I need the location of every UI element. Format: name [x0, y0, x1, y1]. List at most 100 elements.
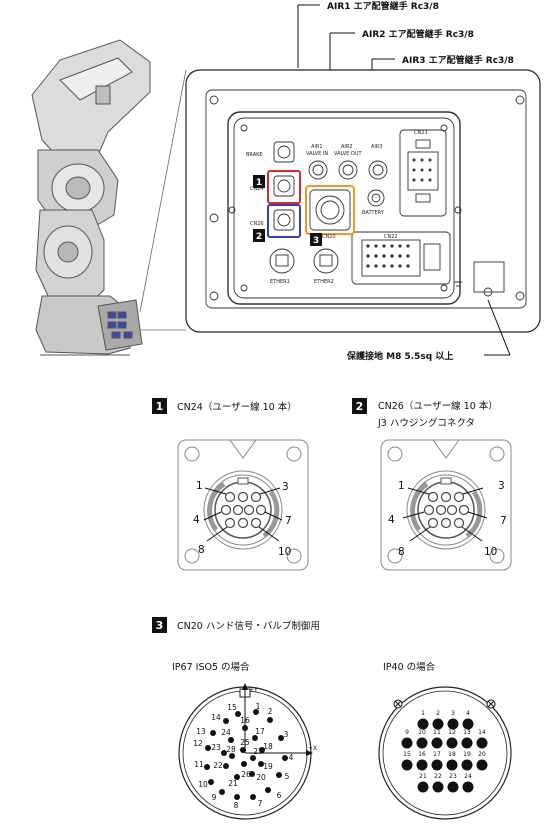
- ip67-pin-3-label: 3: [284, 730, 289, 739]
- ip67-pin-27-label: 27: [253, 747, 263, 756]
- ip40-pin-18-dot: [446, 759, 458, 771]
- robot-arm-illustration: [31, 39, 151, 356]
- ip40-pin-21-label: 21: [419, 773, 427, 780]
- section-badge-2: [352, 398, 367, 414]
- ip40-pin-15-dot: [401, 759, 413, 771]
- panel-label-ether2: ETHER2: [314, 279, 334, 285]
- ip40-pin-3-dot: [447, 718, 459, 730]
- ip67-pin-18-label: 18: [263, 742, 273, 751]
- ip67-pin-17-dot: [252, 735, 258, 741]
- ip67-pin-25-label: 25: [240, 738, 250, 747]
- ip40-pin-11-label: 11: [433, 729, 441, 736]
- ip40-pin-19-label: 19: [463, 751, 471, 758]
- ip67-pin-21-dot: [234, 774, 240, 780]
- cn24-pin-3: 3: [282, 481, 289, 493]
- ip67-pin-1-dot: [253, 709, 259, 715]
- ip40-pin-21-dot: [417, 781, 429, 793]
- ip67-pin-20-label: 20: [256, 773, 266, 782]
- ip40-pin-9-label: 9: [405, 729, 409, 736]
- ip67-pin-19-dot: [258, 761, 264, 767]
- cn24-pin-8: 8: [198, 544, 205, 556]
- section-title-cn26: CN26（ユーザー線 10 本）: [378, 400, 498, 412]
- ip40-pin-19-dot: [461, 759, 473, 771]
- cn24-pin-4: 4: [193, 514, 200, 526]
- cn24-highlight: [267, 170, 301, 204]
- ip67-pin-24-dot: [228, 737, 234, 743]
- ip67-pin-18-dot: [259, 747, 265, 753]
- ip67-pin-10-dot: [208, 779, 214, 785]
- panel-drawing: [205, 89, 527, 309]
- ip40-pin-17-dot: [431, 759, 443, 771]
- ip40-pin-12-dot: [446, 737, 458, 749]
- ip40-pin-22-dot: [432, 781, 444, 793]
- ground-callout: 保護接地 M8 5.5sq 以上: [346, 299, 511, 362]
- ip40-pin-10-dot: [416, 737, 428, 749]
- panel-label-cn26: CN26: [250, 221, 264, 227]
- ip67-pin-20-dot: [249, 771, 255, 777]
- ip40-pin-12-label: 12: [448, 729, 456, 736]
- ip67-pin-8-label: 8: [234, 801, 239, 810]
- ip67-axis-x: +X: [308, 745, 317, 752]
- ip67-pin-14-dot: [223, 718, 229, 724]
- panel-label-air1: AIR1: [311, 144, 323, 150]
- ip40-pin-20-label: 20: [478, 751, 486, 758]
- ip40-title: IP40 の場合: [383, 661, 436, 673]
- panel-label-cn23: CN23: [414, 130, 428, 136]
- ip67-pin-26-dot: [241, 761, 247, 767]
- cn24-connector-diagram: [177, 439, 309, 571]
- ip67-pin-26-label: 26: [241, 770, 251, 779]
- ip67-pin-23-dot: [221, 750, 227, 756]
- ip40-pin-4-label: 4: [466, 710, 470, 717]
- ip40-pin-16-label: 16: [418, 751, 426, 758]
- ip40-pin-22-label: 22: [434, 773, 442, 780]
- section-badge-3: [152, 617, 167, 633]
- ip40-pin-20-dot: [476, 759, 488, 771]
- ip67-pin-17-label: 17: [255, 727, 265, 736]
- ip67-pin-8-dot: [234, 794, 240, 800]
- ip67-pin-27-dot: [250, 755, 256, 761]
- cn26-pin-8: 8: [398, 546, 405, 558]
- ip67-pin-11-label: 11: [194, 760, 204, 769]
- air2-callout: AIR2 エア配管継手 Rc3/8: [362, 28, 474, 40]
- cn26-pin-4: 4: [388, 514, 395, 526]
- ip67-pin-10-label: 10: [198, 780, 208, 789]
- ip40-pin-17-label: 17: [433, 751, 441, 758]
- ip67-pin-4-dot: [282, 755, 288, 761]
- ip40-pin-18-label: 18: [448, 751, 456, 758]
- section-badge-2-text: 2: [356, 400, 364, 413]
- ip67-pin-16-label: 16: [240, 716, 250, 725]
- cn24-pin-10: 10: [278, 546, 291, 558]
- ip40-pin-13-dot: [461, 737, 473, 749]
- ip67-pin-5-label: 5: [285, 772, 290, 781]
- ip40-pin-1-label: 1: [421, 710, 425, 717]
- panel-label-brake: BRAKE: [246, 152, 263, 158]
- ip67-pin-14-label: 14: [211, 713, 221, 722]
- air3-callout: AIR3 エア配管継手 Rc3/8: [402, 54, 514, 66]
- panel-label-air2: AIR2: [341, 144, 353, 150]
- ip67-pin-28-dot: [229, 753, 235, 759]
- section-badge-1-text: 1: [156, 400, 164, 413]
- ip40-pin-4-dot: [462, 718, 474, 730]
- ip67-pin-19-label: 19: [263, 762, 273, 771]
- section-title-cn20: CN20 ハンド信号・バルブ制御用: [177, 620, 320, 632]
- ip67-pin-4-label: 4: [289, 753, 294, 762]
- ip67-title: IP67 ISO5 の場合: [172, 661, 250, 673]
- ip40-pin-2-dot: [432, 718, 444, 730]
- cn26-connector-diagram: [380, 439, 512, 571]
- ip40-pin-24-dot: [462, 781, 474, 793]
- ip40-pin-10-label: 10: [418, 729, 426, 736]
- ip67-pin-9-label: 9: [212, 793, 217, 802]
- panel-badge-1-text: 1: [256, 178, 262, 188]
- panel-label-air2-sub: VALVE OUT: [334, 151, 363, 157]
- ip40-pin-16-dot: [416, 759, 428, 771]
- ip67-pin-15-label: 15: [227, 703, 237, 712]
- panel-label-cn24: CN24: [250, 186, 264, 192]
- ip67-pin-16-dot: [242, 725, 248, 731]
- ip67-pin-25-dot: [240, 747, 246, 753]
- section-subtitle-cn26: J3 ハウジングコネクタ: [377, 417, 475, 429]
- panel-label-air1-sub: VALVE IN: [306, 151, 328, 157]
- cn20-highlight: [305, 185, 355, 235]
- ip40-pin-23-dot: [447, 781, 459, 793]
- panel-badge-2-text: 2: [256, 232, 262, 242]
- ip67-pin-13-dot: [210, 730, 216, 736]
